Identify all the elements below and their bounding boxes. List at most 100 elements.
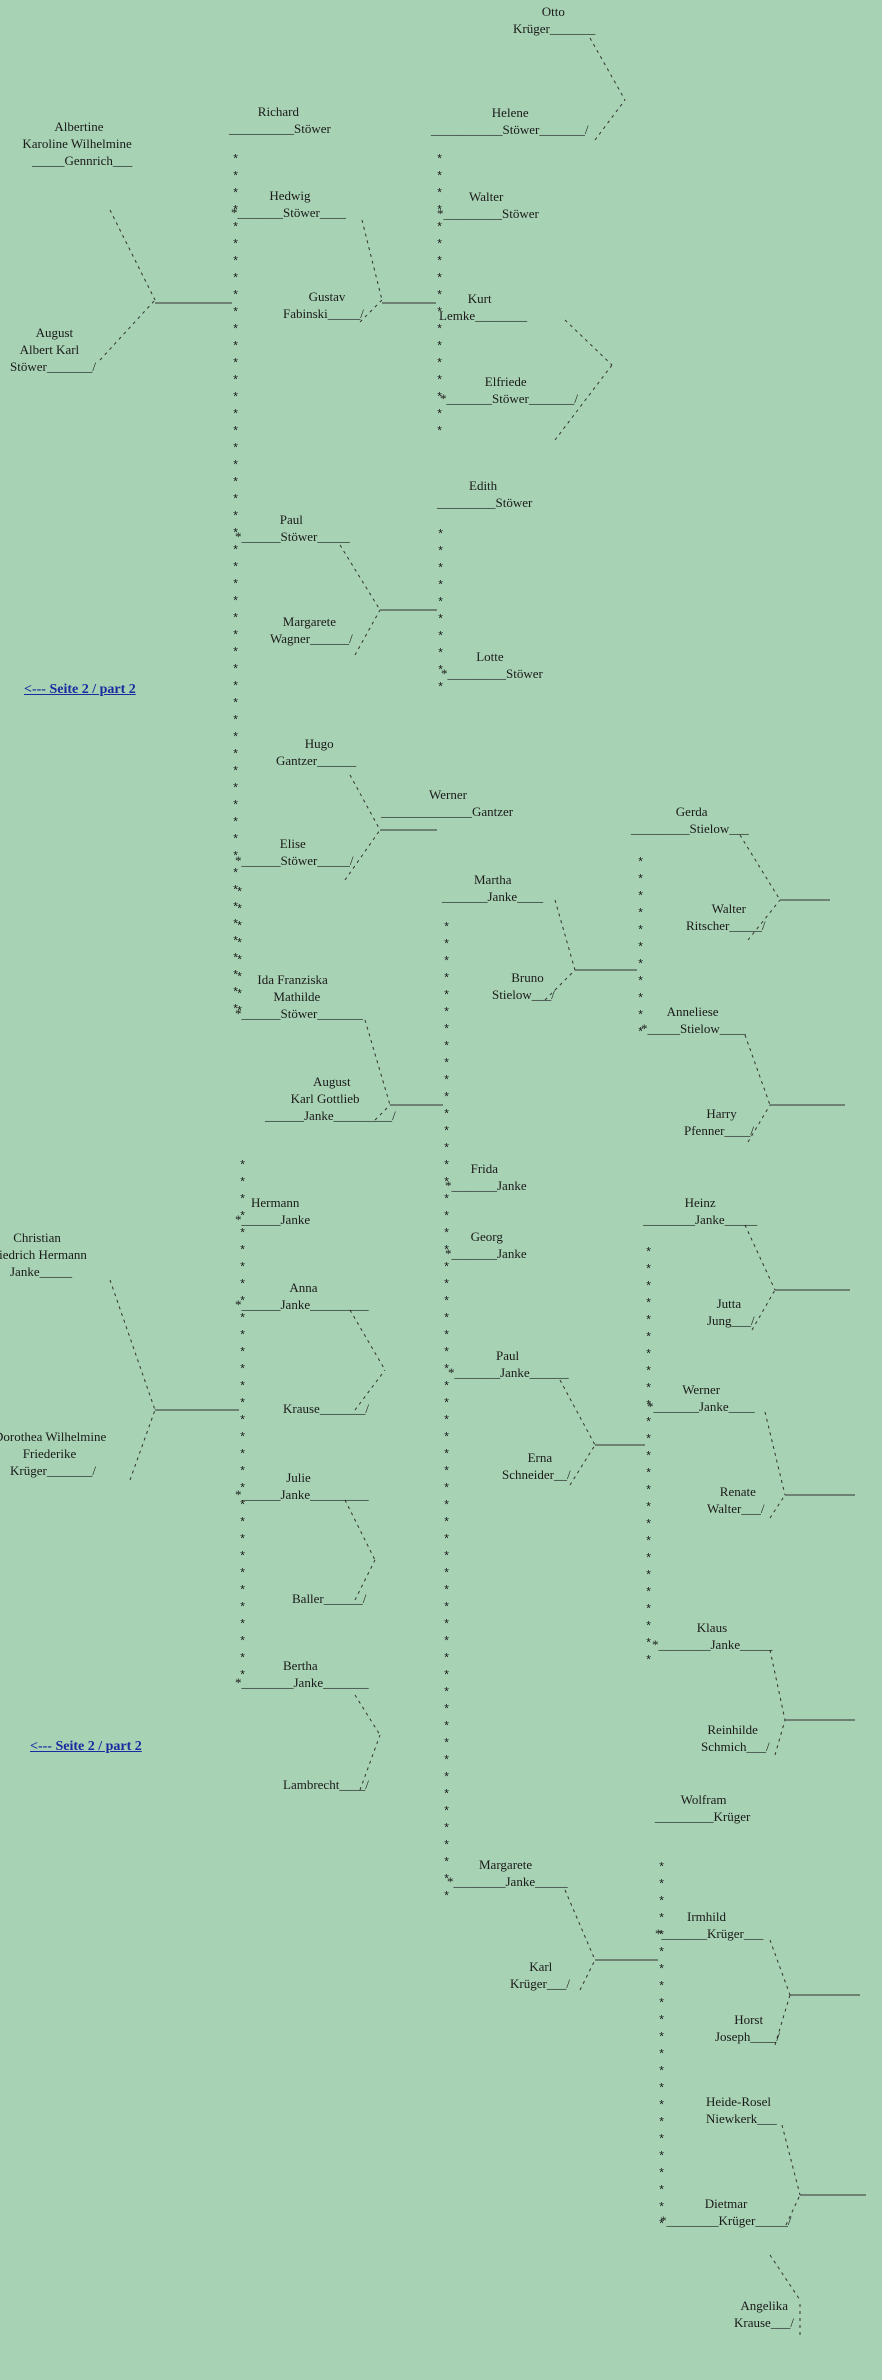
star-mark: * bbox=[645, 1331, 653, 1345]
star-mark: * bbox=[645, 1348, 653, 1362]
star-mark: * bbox=[232, 850, 240, 864]
person-albertine-line-2: Karoline Wilhelmine bbox=[22, 136, 132, 151]
star-mark: * bbox=[645, 1552, 653, 1566]
person-walter-r-line-1: Walter bbox=[711, 901, 746, 916]
person-erna-line-1: Erna bbox=[527, 1450, 553, 1465]
star-mark: * bbox=[437, 579, 445, 593]
star-mark: * bbox=[443, 1329, 451, 1343]
star-mark: * bbox=[658, 2133, 666, 2147]
star-mark: * bbox=[645, 1586, 653, 1600]
star-mark: * bbox=[239, 1516, 247, 1530]
star-mark: * bbox=[658, 2201, 666, 2215]
connector-line bbox=[354, 1369, 386, 1411]
star-mark: * bbox=[658, 2167, 666, 2181]
person-dietmar-line-1: Dietmar bbox=[704, 2196, 748, 2211]
star-mark: * bbox=[239, 1584, 247, 1598]
person-lotte-line-1: Lotte bbox=[476, 649, 504, 664]
star-mark: * bbox=[437, 664, 445, 678]
person-harry-line-1: Harry bbox=[706, 1106, 737, 1121]
star-mark: * bbox=[443, 1652, 451, 1666]
star-mark: * bbox=[239, 1363, 247, 1377]
star-mark: * bbox=[239, 1210, 247, 1224]
person-krause1-line-1: Krause_______/ bbox=[283, 1401, 369, 1416]
star-mark: * bbox=[443, 1040, 451, 1054]
star-mark: * bbox=[232, 544, 240, 558]
person-helene-line-2: ___________Stöwer_______/ bbox=[431, 122, 589, 137]
person-anna-line-1: Anna bbox=[289, 1280, 318, 1295]
star-mark: * bbox=[236, 971, 244, 985]
star-mark: * bbox=[658, 2014, 666, 2028]
person-hedwig-line-1: Hedwig bbox=[269, 188, 311, 203]
star-mark: * bbox=[443, 1669, 451, 1683]
star-mark: * bbox=[443, 1482, 451, 1496]
star-mark: * bbox=[658, 2150, 666, 2164]
star-mark: * bbox=[637, 1026, 645, 1040]
star-mark: * bbox=[443, 1754, 451, 1768]
star-mark: * bbox=[443, 1601, 451, 1615]
person-klaus-line-1: Klaus bbox=[696, 1620, 728, 1635]
connector-line bbox=[781, 2124, 801, 2196]
star-mark: * bbox=[239, 1397, 247, 1411]
connector-line bbox=[559, 1379, 596, 1446]
person-julie-line-1: Julie bbox=[286, 1470, 311, 1485]
person-christian-line-1: Christian bbox=[13, 1230, 61, 1245]
star-mark: * bbox=[232, 391, 240, 405]
person-christian-line-2: Friedrich Hermann bbox=[0, 1247, 87, 1262]
star-mark: * bbox=[443, 1839, 451, 1853]
seite-2-link-top[interactable]: <--- Seite 2 / part 2 bbox=[24, 682, 136, 697]
connector-line bbox=[739, 834, 781, 901]
person-dorothea-line-2: Friederike bbox=[22, 1446, 77, 1461]
star-mark: * bbox=[443, 1380, 451, 1394]
star-mark: * bbox=[443, 1414, 451, 1428]
star-mark: * bbox=[645, 1620, 653, 1634]
star-mark: * bbox=[658, 1997, 666, 2011]
star-mark: * bbox=[637, 941, 645, 955]
star-mark: * bbox=[436, 357, 444, 371]
star-mark: * bbox=[232, 782, 240, 796]
connector-line bbox=[769, 1649, 786, 1721]
star-mark: * bbox=[236, 886, 244, 900]
star-mark: * bbox=[645, 1263, 653, 1277]
person-albertine-line-1: Albertine bbox=[54, 119, 104, 134]
star-mark: * bbox=[645, 1416, 653, 1430]
star-mark: * bbox=[645, 1450, 653, 1464]
star-mark: * bbox=[443, 1108, 451, 1122]
connector-line bbox=[751, 1289, 776, 1331]
person-elise-line-1: Elise bbox=[279, 836, 306, 851]
person-erna-line-2: Schneider__/ bbox=[502, 1467, 571, 1482]
person-georg-line-2: *_______Janke bbox=[445, 1246, 527, 1261]
star-mark: * bbox=[443, 1805, 451, 1819]
star-mark: * bbox=[437, 596, 445, 610]
star-mark: * bbox=[232, 289, 240, 303]
star-mark: * bbox=[658, 1861, 666, 1875]
person-hugo-line-1: Hugo bbox=[304, 736, 334, 751]
star-mark: * bbox=[645, 1484, 653, 1498]
star-mark: * bbox=[239, 1499, 247, 1513]
person-otto-line-1: Otto bbox=[541, 4, 565, 19]
person-renate-line-1: Renate bbox=[719, 1484, 756, 1499]
star-mark: * bbox=[443, 1890, 451, 1904]
star-mark: * bbox=[658, 1878, 666, 1892]
star-mark: * bbox=[236, 954, 244, 968]
person-christian-line-3: Janke_____ bbox=[10, 1264, 73, 1279]
star-mark: * bbox=[645, 1518, 653, 1532]
star-mark: * bbox=[232, 663, 240, 677]
seite-2-link-bottom[interactable]: <--- Seite 2 / part 2 bbox=[30, 1739, 142, 1754]
star-mark: * bbox=[239, 1448, 247, 1462]
person-elise-line-2: *______Stöwer_____/ bbox=[235, 853, 354, 868]
star-mark: * bbox=[645, 1314, 653, 1328]
star-mark: * bbox=[443, 1193, 451, 1207]
person-paul-j-line-2: *_______Janke______ bbox=[448, 1365, 569, 1380]
person-heinz-line-2: ________Janke_____ bbox=[643, 1212, 758, 1227]
person-margarete-j-line-1: Margarete bbox=[479, 1857, 533, 1872]
star-mark: * bbox=[232, 1003, 240, 1017]
star-mark: * bbox=[232, 459, 240, 473]
connector-line bbox=[109, 209, 156, 301]
star-mark: * bbox=[645, 1654, 653, 1668]
star-mark: * bbox=[232, 765, 240, 779]
star-mark: * bbox=[658, 2099, 666, 2113]
star-mark: * bbox=[232, 612, 240, 626]
star-mark: * bbox=[658, 2031, 666, 2045]
person-margarete-w-line-2: Wagner______/ bbox=[270, 631, 353, 646]
